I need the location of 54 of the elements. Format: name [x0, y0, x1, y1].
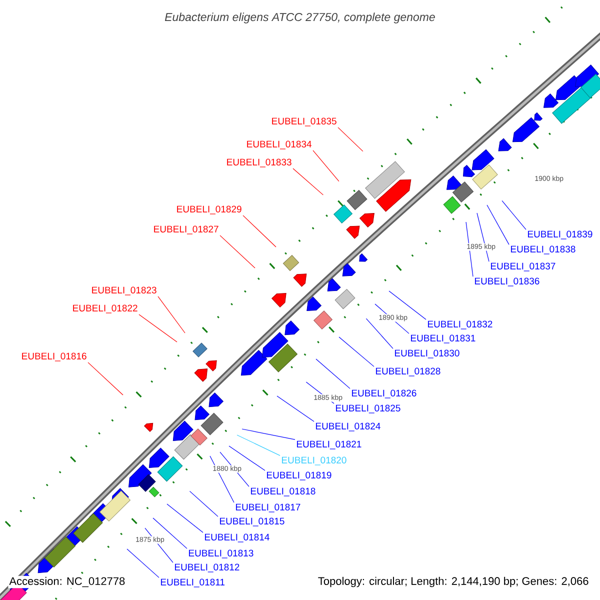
leader-line: [502, 200, 526, 230]
gene-label: EUBELI_01822: [73, 304, 138, 314]
gene-label: EUBELI_01813: [188, 550, 254, 558]
gene-label: EUBELI_01820: [282, 456, 346, 466]
leader-line: [242, 215, 276, 248]
gene-label: EUBELI_01837: [491, 262, 556, 272]
gene-label: EUBELI_01826: [352, 390, 416, 398]
gene-label: EUBELI_01815: [220, 518, 284, 526]
gene-label: EUBELI_01829: [177, 206, 242, 214]
leader-line: [338, 336, 374, 367]
gene-label: EUBELI_01834: [247, 140, 312, 150]
gene-label: EUBELI_01823: [92, 286, 156, 296]
gene-label: EUBELI_01827: [154, 226, 218, 234]
gene-label: EUBELI_01831: [411, 334, 476, 344]
leader-line: [152, 518, 188, 549]
leader-line: [228, 446, 266, 471]
leader-line: [486, 204, 510, 245]
leader-line: [388, 290, 426, 320]
gene-label: EUBELI_01830: [395, 350, 460, 358]
gene-label: EUBELI_01832: [428, 320, 492, 330]
gene-label: EUBELI_01819: [266, 472, 332, 480]
gene-label: EUBELI_01811: [160, 578, 225, 588]
leader-line: [276, 396, 314, 422]
leader-line: [242, 428, 296, 440]
gene-label: EUBELI_01833: [227, 158, 292, 168]
gene-label: EUBELI_01824: [316, 422, 380, 432]
gene-label: EUBELI_01838: [511, 246, 576, 254]
gene-label: EUBELI_01812: [174, 564, 240, 572]
gene-label: EUBELI_01816: [22, 352, 86, 362]
leader-line: [88, 362, 124, 396]
gene-label: EUBELI_01836: [475, 278, 540, 286]
leader-line: [312, 150, 340, 182]
title: Eubacterium eligens ATCC 27750, complete genome: [164, 12, 435, 24]
leader-line: [236, 434, 280, 456]
gene-label: EUBELI_01825: [336, 404, 400, 414]
gene-label: EUBELI_01839: [528, 230, 592, 240]
gene-label: EUBELI_01835: [272, 118, 336, 126]
leader-line: [189, 490, 218, 517]
leader-line: [292, 168, 324, 196]
leader-line: [126, 548, 160, 578]
gene-label: EUBELI_01818: [250, 488, 316, 496]
leader-line: [138, 314, 178, 342]
leader-line: [220, 235, 256, 268]
leader-line: [366, 318, 394, 349]
gene-label: EUBELI_01821: [296, 440, 362, 450]
leader-line: [166, 504, 204, 533]
gene-label: EUBELI_01817: [236, 504, 300, 512]
leader-line: [338, 127, 364, 152]
gene-label: EUBELI_01814: [204, 534, 270, 542]
leader-line: [316, 358, 350, 389]
footer-text: Accession: NC_012778: [8, 576, 126, 588]
footer-text: Topology: circular; Length: 2,144,190 bp; Genes: 2,066: [316, 576, 590, 588]
leader-line: [158, 296, 186, 334]
gene-label: EUBELI_01828: [376, 368, 440, 376]
